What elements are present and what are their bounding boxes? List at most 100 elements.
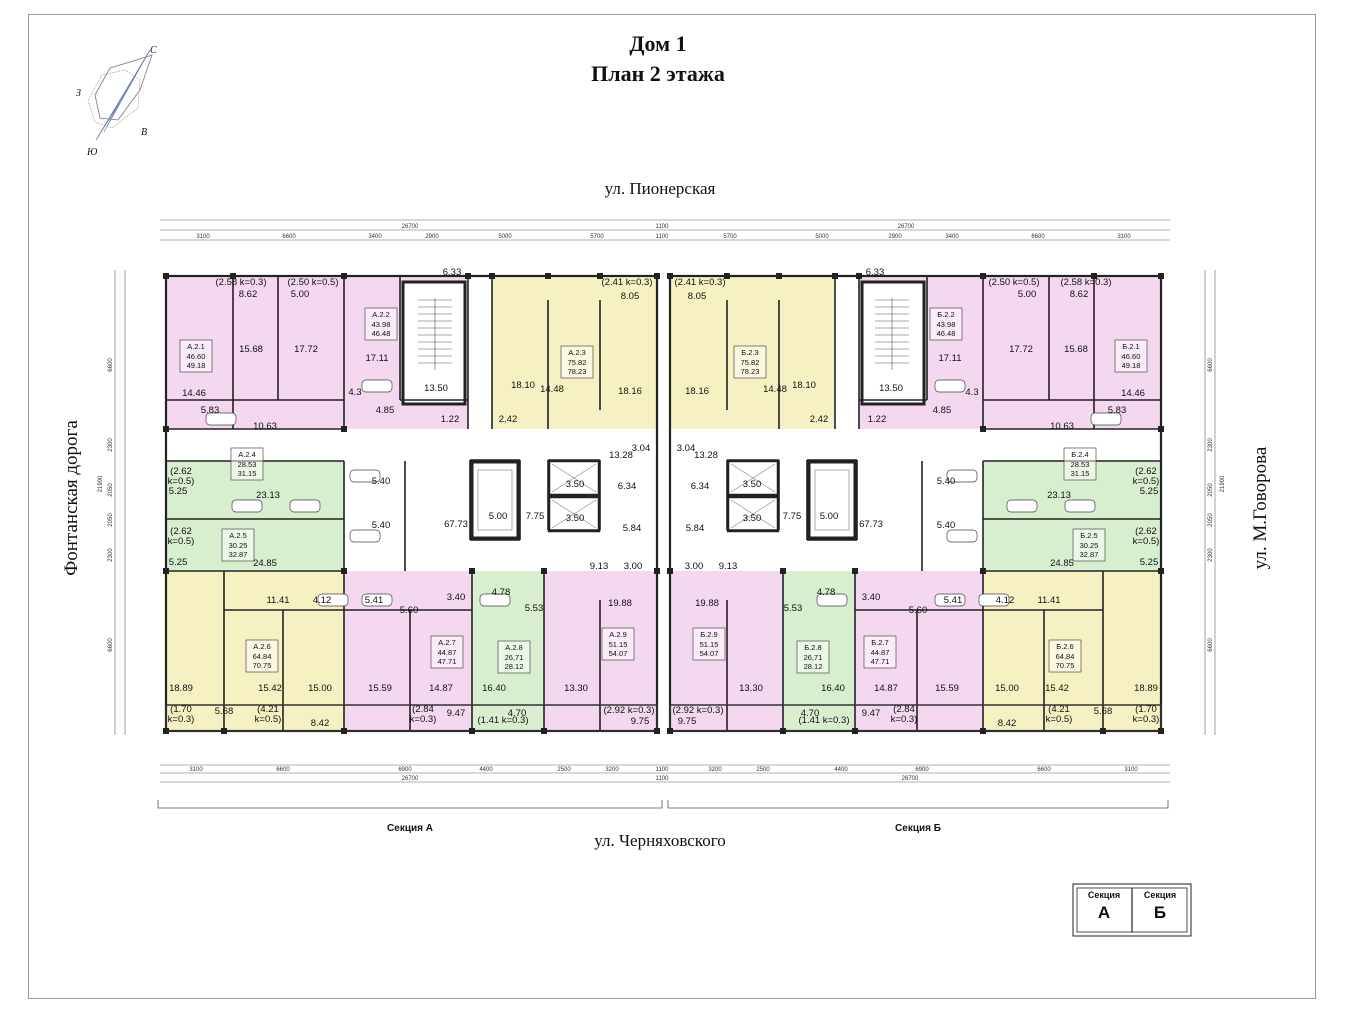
room-area-label: 5.60 [400, 605, 419, 616]
apartment-total-area: 49.18 [187, 361, 206, 370]
column [1158, 568, 1164, 574]
apartment-tag-box [692, 627, 726, 661]
dimension-side-right: 2300 [1208, 548, 1214, 562]
apartment-id: Б.2.8 [804, 643, 821, 652]
apartment-living-area: 75.82 [568, 358, 587, 367]
compass-east-label: В [141, 127, 147, 138]
column [163, 568, 169, 574]
apartment-living-area: 28.53 [238, 460, 257, 469]
column [852, 568, 858, 574]
room-area-label: 10.63 [1050, 421, 1074, 432]
apartment-tag-box [497, 640, 531, 674]
dimension-bottom-a: 3200 [605, 767, 619, 773]
room-area-label: 5.25 [1140, 557, 1159, 568]
dimension-side-right: 2050 [1208, 513, 1214, 527]
compass-rose-icon: С Ю З В [76, 45, 157, 158]
drawing-frame [28, 14, 1316, 999]
apartment-total-area: 47.71 [871, 657, 890, 666]
room-area-label: 5.00 [489, 511, 508, 522]
section-a-label: Секция А [387, 823, 433, 834]
room-area-label: 15.00 [308, 683, 332, 694]
room-area-label: 14.46 [1121, 388, 1145, 399]
column [541, 728, 547, 734]
room-area-label: 5.25 [169, 486, 188, 497]
column [980, 426, 986, 432]
balcony-strip [669, 704, 1162, 732]
room-area-label: 15.42 [258, 683, 282, 694]
dimension-overall-a-bottom: 26700 [402, 776, 419, 782]
room-area-label: 23.13 [256, 490, 280, 501]
room-area-label: 6.34 [691, 481, 710, 492]
dimension-top-b: 2900 [888, 234, 902, 240]
column [667, 273, 673, 279]
apartment-total-area: 47.71 [438, 657, 457, 666]
room-area-label: 15.00 [995, 683, 1019, 694]
apartment-total-area: 28.12 [804, 662, 823, 671]
dimension-side-left: 6600 [108, 638, 114, 652]
column [780, 728, 786, 734]
balcony-area-label: k=0.5) [1133, 536, 1160, 547]
room-area-label: 3.40 [862, 592, 881, 603]
room-area-label: 2.42 [499, 414, 518, 425]
compass-west-label: З [76, 88, 81, 99]
column [667, 568, 673, 574]
dimension-joint: 1100 [656, 767, 670, 773]
room-area-label: 15.59 [935, 683, 959, 694]
apartment-tag-box [1114, 339, 1148, 373]
room-area-label: 3.40 [447, 592, 466, 603]
room-area-label: 4.12 [996, 595, 1015, 606]
shaft-inner [814, 469, 850, 531]
apartment-living-area: 28.53 [1071, 460, 1090, 469]
room-area-label: 5.40 [937, 476, 956, 487]
room-area-label: 18.89 [1134, 683, 1158, 694]
apartment-id: А.2.8 [505, 643, 523, 652]
dimension-bottom-a: 2500 [557, 767, 571, 773]
room-area-label: 5.40 [372, 520, 391, 531]
room-area-label: 6.34 [618, 481, 637, 492]
balcony-area-label: k=0.5) [1133, 476, 1160, 487]
dimension-side-left: 2050 [108, 483, 114, 497]
apartment-id: А.2.3 [568, 348, 586, 357]
bathtub-icon [934, 593, 966, 607]
apartment-living-area: 75.82 [741, 358, 760, 367]
dimension-top-b: 5700 [723, 234, 737, 240]
room-area-label: 5.00 [820, 511, 839, 522]
apartment-tag-box [179, 339, 213, 373]
apartment-living-area: 26,71 [804, 653, 823, 662]
apartment-total-area: 28.12 [505, 662, 524, 671]
dimension-bottom-b: 3200 [708, 767, 722, 773]
elevator-car [547, 495, 601, 533]
bathtub-icon [816, 593, 848, 607]
room-area-label: 8.62 [239, 289, 258, 300]
dimension-top-b: 6600 [1031, 234, 1045, 240]
dimension-overall-a: 26700 [402, 224, 419, 230]
section-a-plan: 8.6215.6814.465.835.0017.7210.6317.114.3… [163, 267, 660, 734]
room-area-label: 10.63 [253, 421, 277, 432]
bathtub-icon [317, 593, 349, 607]
room-area-label: 17.72 [1009, 344, 1033, 355]
room-area-label: 8.05 [621, 291, 640, 302]
room-area-label: 5.40 [937, 520, 956, 531]
room-area-label: 5.40 [372, 476, 391, 487]
room-area-label: 11.41 [266, 595, 289, 606]
room-area-label: 17.11 [938, 353, 961, 364]
room-area-label: 3.50 [566, 479, 585, 490]
column [980, 728, 986, 734]
balcony-area-label: (1.41 k=0.3) [799, 715, 850, 726]
dimension-bottom-a: 6600 [276, 767, 290, 773]
apartment-id: Б.2.5 [1080, 531, 1097, 540]
room-area-label: 67.73 [859, 519, 883, 530]
room-area-label: 3.00 [685, 561, 704, 572]
column [163, 426, 169, 432]
room-area-label: 23.13 [1047, 490, 1071, 501]
room-area-label: 67.73 [444, 519, 468, 530]
elevator-cross [730, 463, 776, 493]
compass-south-label: Ю [86, 147, 98, 158]
bathtub-icon [205, 412, 237, 426]
room-area-label: 7.75 [783, 511, 802, 522]
room-area-label: 5.84 [686, 523, 705, 534]
room-area-label: 9.75 [678, 716, 697, 727]
apartment-total-area: 46.48 [937, 329, 956, 338]
balcony-area-label: k=0.3) [410, 714, 437, 725]
